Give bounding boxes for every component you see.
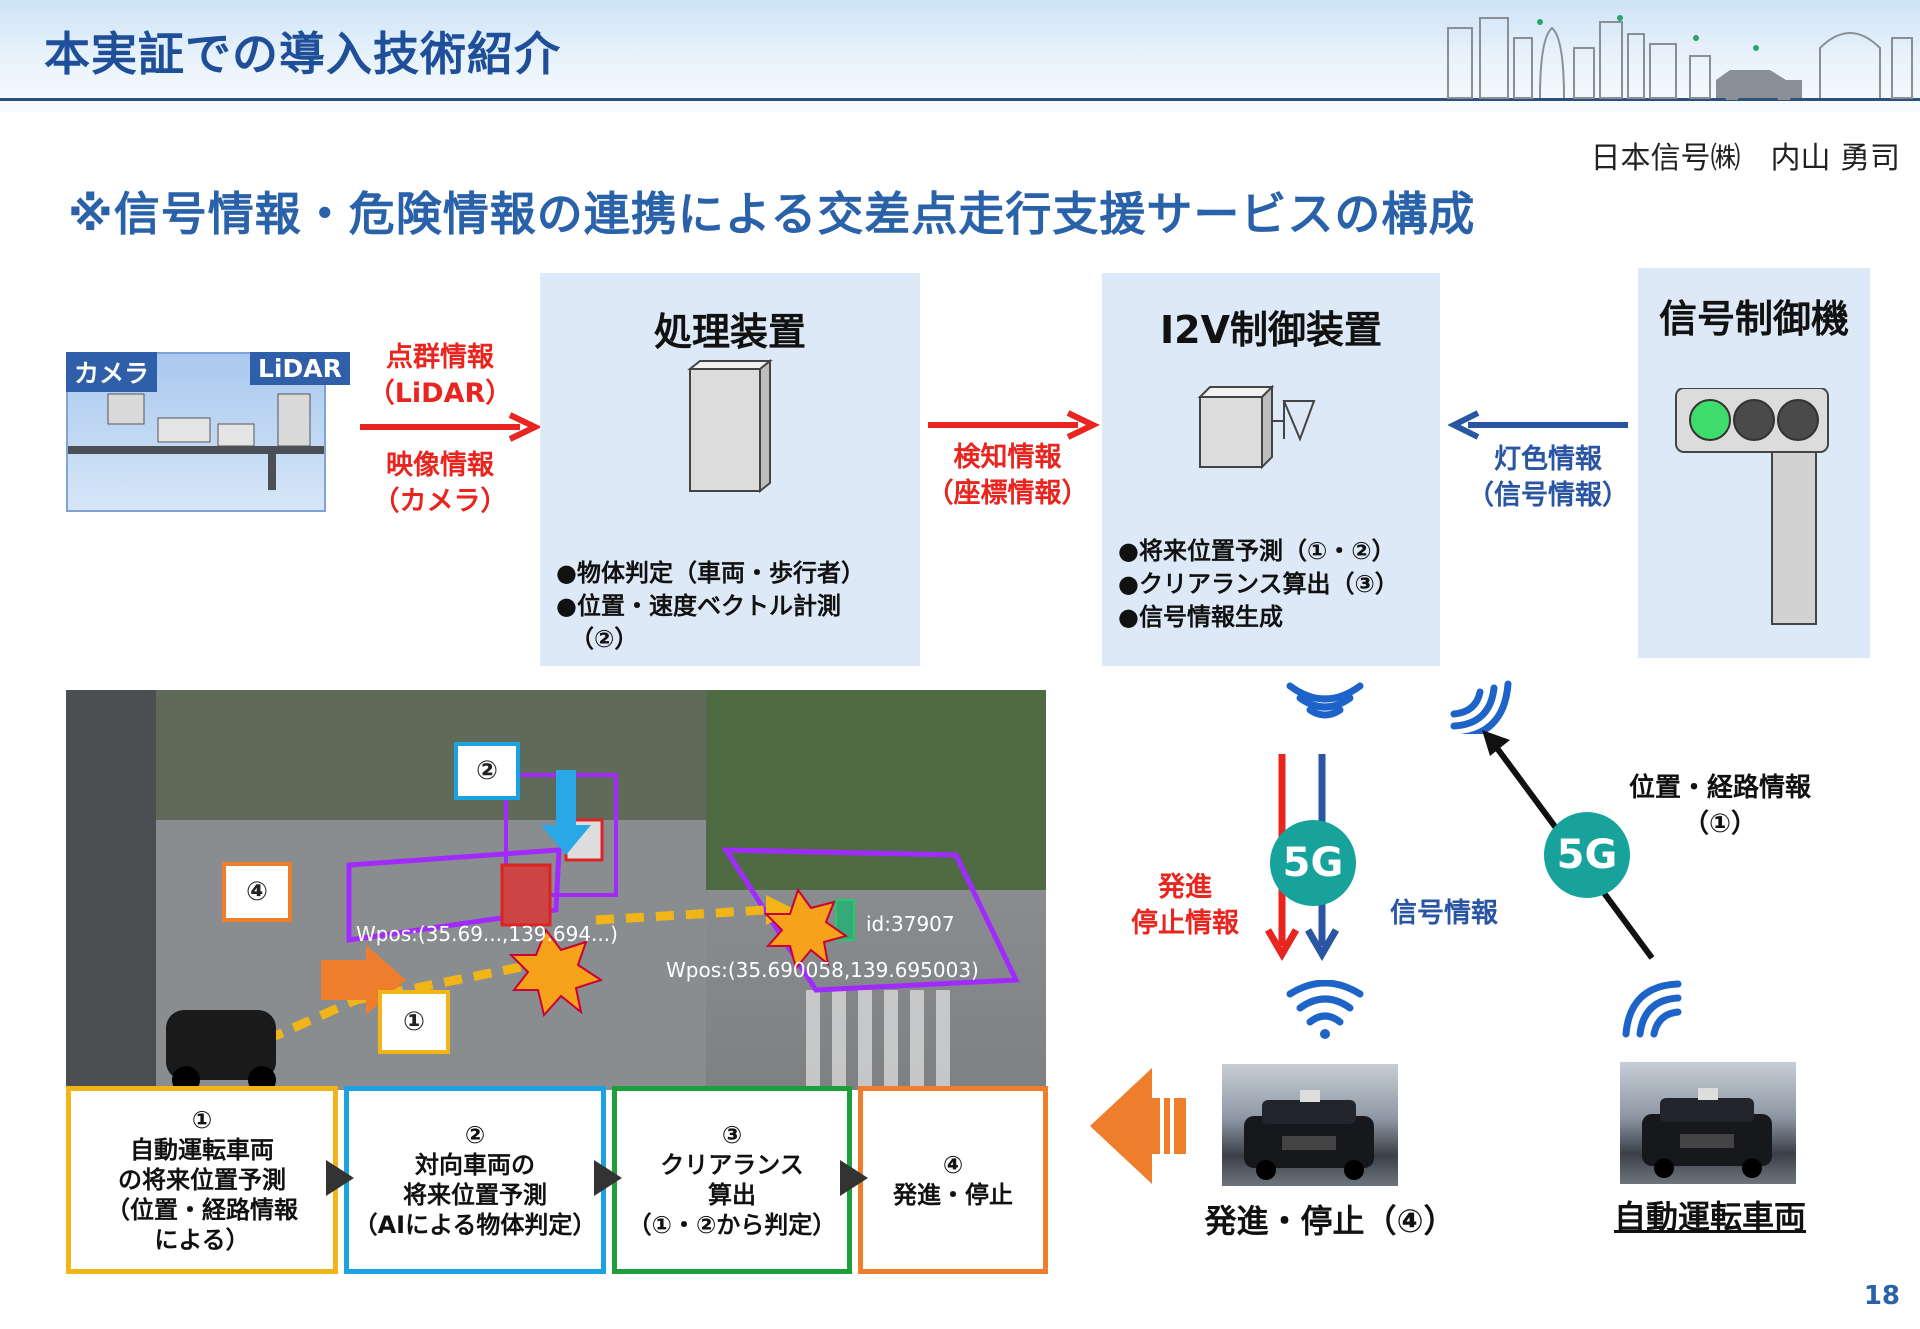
autonomous-vehicle-caption: 自動運転車両: [1613, 1198, 1806, 1236]
header-divider: [0, 98, 1920, 101]
yellow-lamp-icon: [1733, 399, 1775, 441]
5g-badge-uplink: 5G: [1544, 812, 1630, 898]
step-4-box: ④ 発進・停止: [858, 1086, 1048, 1274]
intersection-scene-illustration-icon: [66, 690, 1046, 1090]
processor-bullets: ●物体判定（車両・歩行者） ●位置・速度ベクトル計測 （②）: [556, 559, 865, 653]
step-arrow-3-icon: [840, 1160, 868, 1196]
signal-to-i2v-arrow: [1448, 410, 1628, 440]
callout-1: ①: [378, 990, 450, 1054]
red-lamp-icon: [1777, 399, 1819, 441]
signal-controller-box: 信号制御機: [1638, 268, 1870, 658]
go-stop-info-label: 発進 停止情報: [1131, 872, 1239, 939]
processor-device-icon: [687, 359, 773, 494]
processor-to-i2v-arrow: [928, 410, 1100, 440]
traffic-light-icon: [1675, 388, 1829, 625]
camera-tag: カメラ: [66, 352, 158, 392]
page-title: 本実証での導入技術紹介: [44, 27, 561, 81]
lidar-tag: LiDAR: [250, 352, 350, 385]
processor-title: 処理装置: [653, 310, 806, 354]
author-affiliation: 日本信号㈱ 内山 勇司: [1590, 141, 1900, 176]
video-info-label: 映像情報 （カメラ）: [372, 450, 508, 517]
wifi-downlink-icon: [1286, 682, 1364, 719]
5g-badge-downlink: 5G: [1270, 820, 1356, 906]
detection-info-label: 検知情報 （座標情報）: [926, 442, 1089, 509]
step-1-box: ① 自動運転車両 の将来位置予測 （位置・経路情報 による）: [66, 1086, 338, 1274]
step-arrow-2-icon: [594, 1160, 622, 1196]
vehicle-photo-autonomous: [1620, 1062, 1796, 1184]
slide-subtitle: ※信号情報・危険情報の連携による交差点走行支援サービスの構成: [68, 187, 1476, 241]
go-stop-caption: 発進・停止（④）: [1204, 1202, 1456, 1240]
i2v-title: I2V制御装置: [1160, 308, 1382, 352]
wifi-autonomous-icon: [1622, 980, 1682, 1038]
sensor-to-processor-arrow: [360, 412, 542, 442]
intersection-camera-view: Wpos:(35.69...,139.694...) Wpos:(35.6900…: [66, 690, 1046, 1090]
sensor-mount-illustration-icon: [68, 393, 324, 490]
callout-2: ②: [454, 742, 520, 800]
step-3-box: ③ クリアランス 算出 （①・②から判定）: [612, 1086, 852, 1274]
autonomous-taxi-icon: [1642, 1088, 1772, 1178]
orange-feedback-arrow: [1090, 1068, 1186, 1184]
taxi-vehicle-icon: [1244, 1090, 1374, 1180]
scene-wpos-label-2: Wpos:(35.690058,139.695003): [666, 958, 979, 982]
signal-controller-title: 信号制御機: [1658, 297, 1849, 341]
i2v-controller-box: I2V制御装置 ●将来位置予測（①・②） ●クリアランス算出（③） ●信号情報生…: [1102, 273, 1440, 666]
processor-box: 処理装置 ●物体判定（車両・歩行者） ●位置・速度ベクトル計測 （②）: [540, 273, 920, 666]
lamp-color-info-label: 灯色情報 （信号情報）: [1467, 444, 1629, 511]
step-arrow-1-icon: [326, 1160, 354, 1196]
green-lamp-icon: [1689, 399, 1731, 441]
scene-wpos-label-1: Wpos:(35.69...,139.694...): [356, 922, 618, 946]
vehicle-photo-go-stop: [1222, 1064, 1398, 1186]
signal-info-label: 信号情報: [1390, 898, 1498, 929]
skyline-illustration-icon: [1447, 15, 1913, 100]
wifi-uplink-icon: [1450, 680, 1512, 734]
i2v-device-icon: [1197, 384, 1316, 470]
position-route-info-label: 位置・経路情報 （①）: [1628, 773, 1811, 839]
point-cloud-label: 点群情報 （LiDAR）: [367, 342, 513, 409]
wifi-vehicle-icon: [1286, 980, 1364, 1039]
callout-4: ④: [222, 862, 292, 922]
scene-id-label: id:37907: [866, 912, 955, 936]
step-2-box: ② 対向車両の 将来位置予測 （AIによる物体判定）: [344, 1086, 606, 1274]
page-number: 18: [1863, 1281, 1900, 1311]
i2v-bullets: ●将来位置予測（①・②） ●クリアランス算出（③） ●信号情報生成: [1118, 537, 1399, 631]
